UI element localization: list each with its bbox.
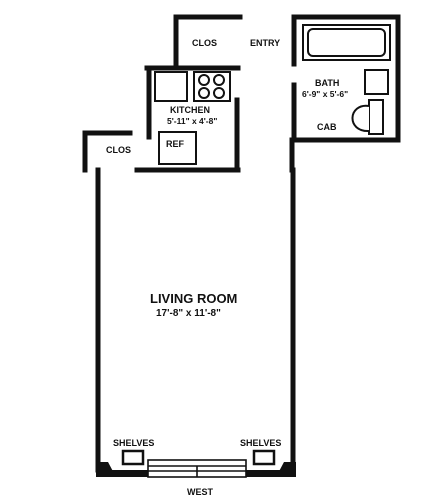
living-room-size: 17'-8" x 11'-8" [156,308,221,319]
kitchen-label: KITCHEN [170,105,210,115]
refrigerator [158,131,197,165]
bath-size: 6'-9" x 5'-6" [302,89,348,99]
closet-top-label: CLOS [192,38,217,48]
window [147,459,247,478]
shelves-right-label: SHELVES [240,438,281,448]
shelf-right [252,449,276,466]
bathtub [302,24,391,61]
direction-label: WEST [187,487,214,497]
shelves [121,449,276,466]
corner-piers [96,462,296,477]
toilet [351,99,384,135]
kitchen-counter [154,71,188,102]
living-room-label: LIVING ROOM [150,291,237,306]
stove [193,71,231,102]
bath-label: BATH [315,78,339,88]
shelf-left [121,449,145,466]
kitchen-size: 5'-11" x 4'-8" [167,116,217,126]
shelves-left-label: SHELVES [113,438,154,448]
walls [82,14,401,473]
closet-left-label: CLOS [106,145,131,155]
bath-cabinet [364,69,389,95]
entry-label: ENTRY [250,38,280,48]
cab-label: CAB [317,122,337,132]
ref-label: REF [166,139,185,149]
